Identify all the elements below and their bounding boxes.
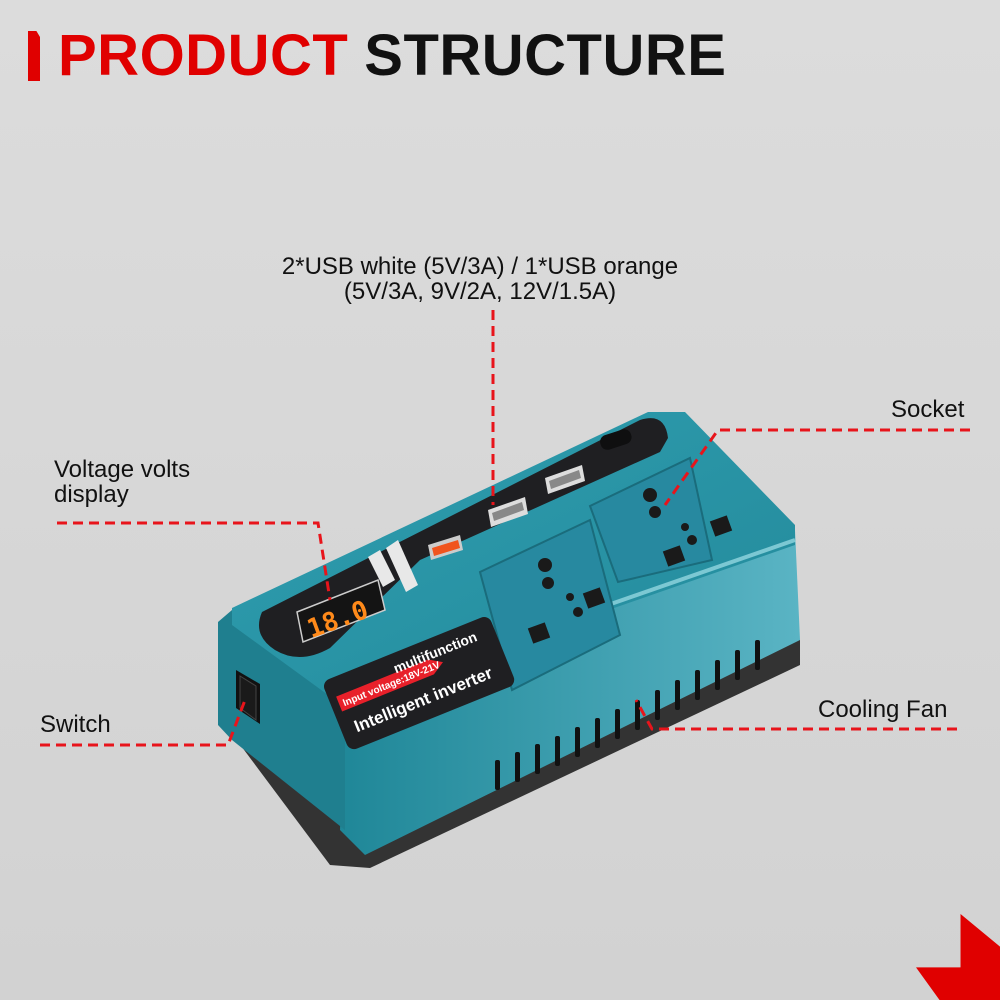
voltage-callout-line1: Voltage volts (54, 456, 191, 483)
socket-2 (588, 456, 733, 584)
cooling-fan-callout-line (634, 699, 957, 731)
usb-callout-line2: (5V/3A, 9V/2A, 12V/1.5A) (343, 278, 617, 305)
switch-callout-label: Switch (40, 711, 111, 738)
switch-callout-line (40, 699, 247, 747)
inverter-front-side (340, 530, 800, 855)
usb-callout-line1: 2*USB white (5V/3A) / 1*USB orange (281, 253, 679, 280)
usb-c-port (600, 429, 632, 450)
socket-callout-line (663, 428, 970, 506)
cooling-fan-callout-label: Cooling Fan (818, 696, 948, 723)
usb-port-orange (428, 535, 463, 560)
voltage-display-callout-label: Voltage volts display (54, 457, 190, 507)
callout-lines (40, 310, 970, 747)
page-title: PRODUCT STRUCTURE (28, 26, 726, 86)
decor-stripe (368, 550, 395, 587)
title-accent-bar (28, 31, 40, 81)
voltage-callout-line (57, 521, 332, 601)
cooling-vents (495, 640, 760, 790)
inverter-left-side (218, 610, 345, 830)
title-structure: STRUCTURE (364, 23, 727, 88)
voltage-callout-line2: display (54, 481, 129, 508)
usb-port-white-1 (488, 497, 528, 527)
socket-1 (478, 518, 622, 692)
usb-port-white-2 (545, 465, 585, 494)
decor-stripe (386, 540, 418, 592)
socket-callout-label: Socket (891, 396, 965, 423)
usb-callout-label: 2*USB white (5V/3A) / 1*USB orange (5V/3… (230, 254, 730, 304)
title-product: PRODUCT (58, 23, 349, 88)
